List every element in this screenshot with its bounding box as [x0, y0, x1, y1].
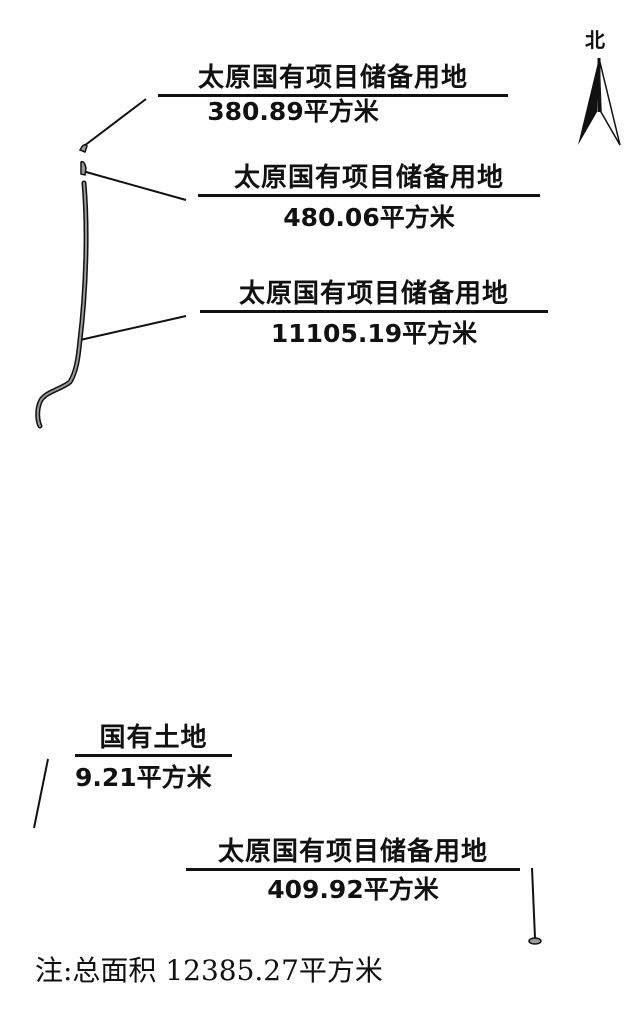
parcel-label-4: 国有土地 9.21平方米 — [75, 722, 232, 793]
leader-line-1 — [83, 98, 147, 147]
parcel-shape-3 — [35, 180, 89, 429]
leader-line-4 — [33, 758, 49, 829]
parcel-label-3: 太原国有项目储备用地 11105.19平方米 — [200, 278, 548, 349]
parcel-shape-2 — [80, 160, 87, 176]
parcel-label-5: 太原国有项目储备用地 409.92平方米 — [186, 836, 520, 905]
north-arrow-icon — [578, 58, 599, 145]
parcel-area: 9.21平方米 — [75, 763, 212, 792]
parcel-name: 太原国有项目储备用地 — [198, 162, 540, 197]
parcel-area: 409.92平方米 — [267, 875, 439, 904]
parcel-area: 11105.19平方米 — [270, 319, 478, 348]
north-label: 北 — [585, 28, 605, 52]
parcel-area: 480.06平方米 — [283, 203, 455, 232]
parcel-area: 380.89平方米 — [207, 97, 379, 126]
parcel-name: 太原国有项目储备用地 — [158, 62, 508, 97]
parcel-name: 国有土地 — [75, 722, 232, 757]
parcel-label-1: 太原国有项目储备用地 380.89平方米 — [158, 62, 508, 127]
leader-line-3 — [79, 315, 187, 341]
parcel-name: 太原国有项目储备用地 — [200, 278, 548, 313]
parcel-label-2: 太原国有项目储备用地 480.06平方米 — [198, 162, 540, 233]
parcel-shape-5 — [528, 937, 542, 945]
parcel-shape-1 — [78, 143, 88, 153]
leader-line-2 — [85, 171, 187, 201]
leader-line-5 — [531, 867, 536, 939]
total-area-note: 注:总面积 12385.27平方米 — [35, 954, 383, 987]
parcel-name: 太原国有项目储备用地 — [186, 836, 520, 871]
